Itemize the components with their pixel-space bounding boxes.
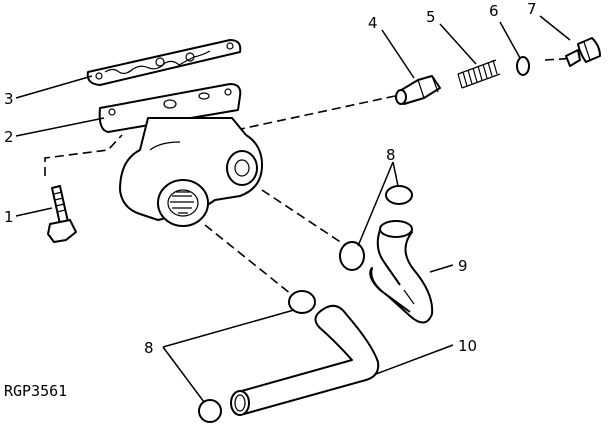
figure-code: RGP3561 [4, 382, 67, 400]
callout-1: 1 [4, 208, 14, 226]
elbow-tube-upper-part [369, 220, 434, 324]
callout-labels: 3 2 1 4 5 6 7 8 9 8 10 [4, 0, 537, 357]
leader-lines [15, 15, 571, 403]
pump-housing-part [98, 83, 263, 227]
callout-8-lower: 8 [144, 339, 154, 357]
plug-part [565, 37, 601, 67]
callout-9: 9 [458, 257, 468, 275]
cap-screw-part [47, 185, 77, 243]
callout-6: 6 [489, 2, 499, 20]
o-ring-upper-part [339, 185, 413, 271]
callout-7: 7 [527, 0, 537, 18]
callout-2: 2 [4, 128, 14, 146]
o-ring-lower-part [198, 290, 316, 423]
gasket-part [86, 39, 242, 86]
callout-5: 5 [426, 8, 436, 26]
o-ring-part [516, 56, 530, 76]
elbow-tube-lower-part [230, 304, 380, 416]
assembly-dashed-lines [44, 57, 579, 299]
callout-4: 4 [368, 14, 378, 32]
spring-part [457, 59, 501, 89]
callout-10: 10 [458, 337, 477, 355]
callout-8-upper: 8 [386, 146, 396, 164]
callout-3: 3 [4, 90, 14, 108]
valve-part [395, 75, 441, 105]
